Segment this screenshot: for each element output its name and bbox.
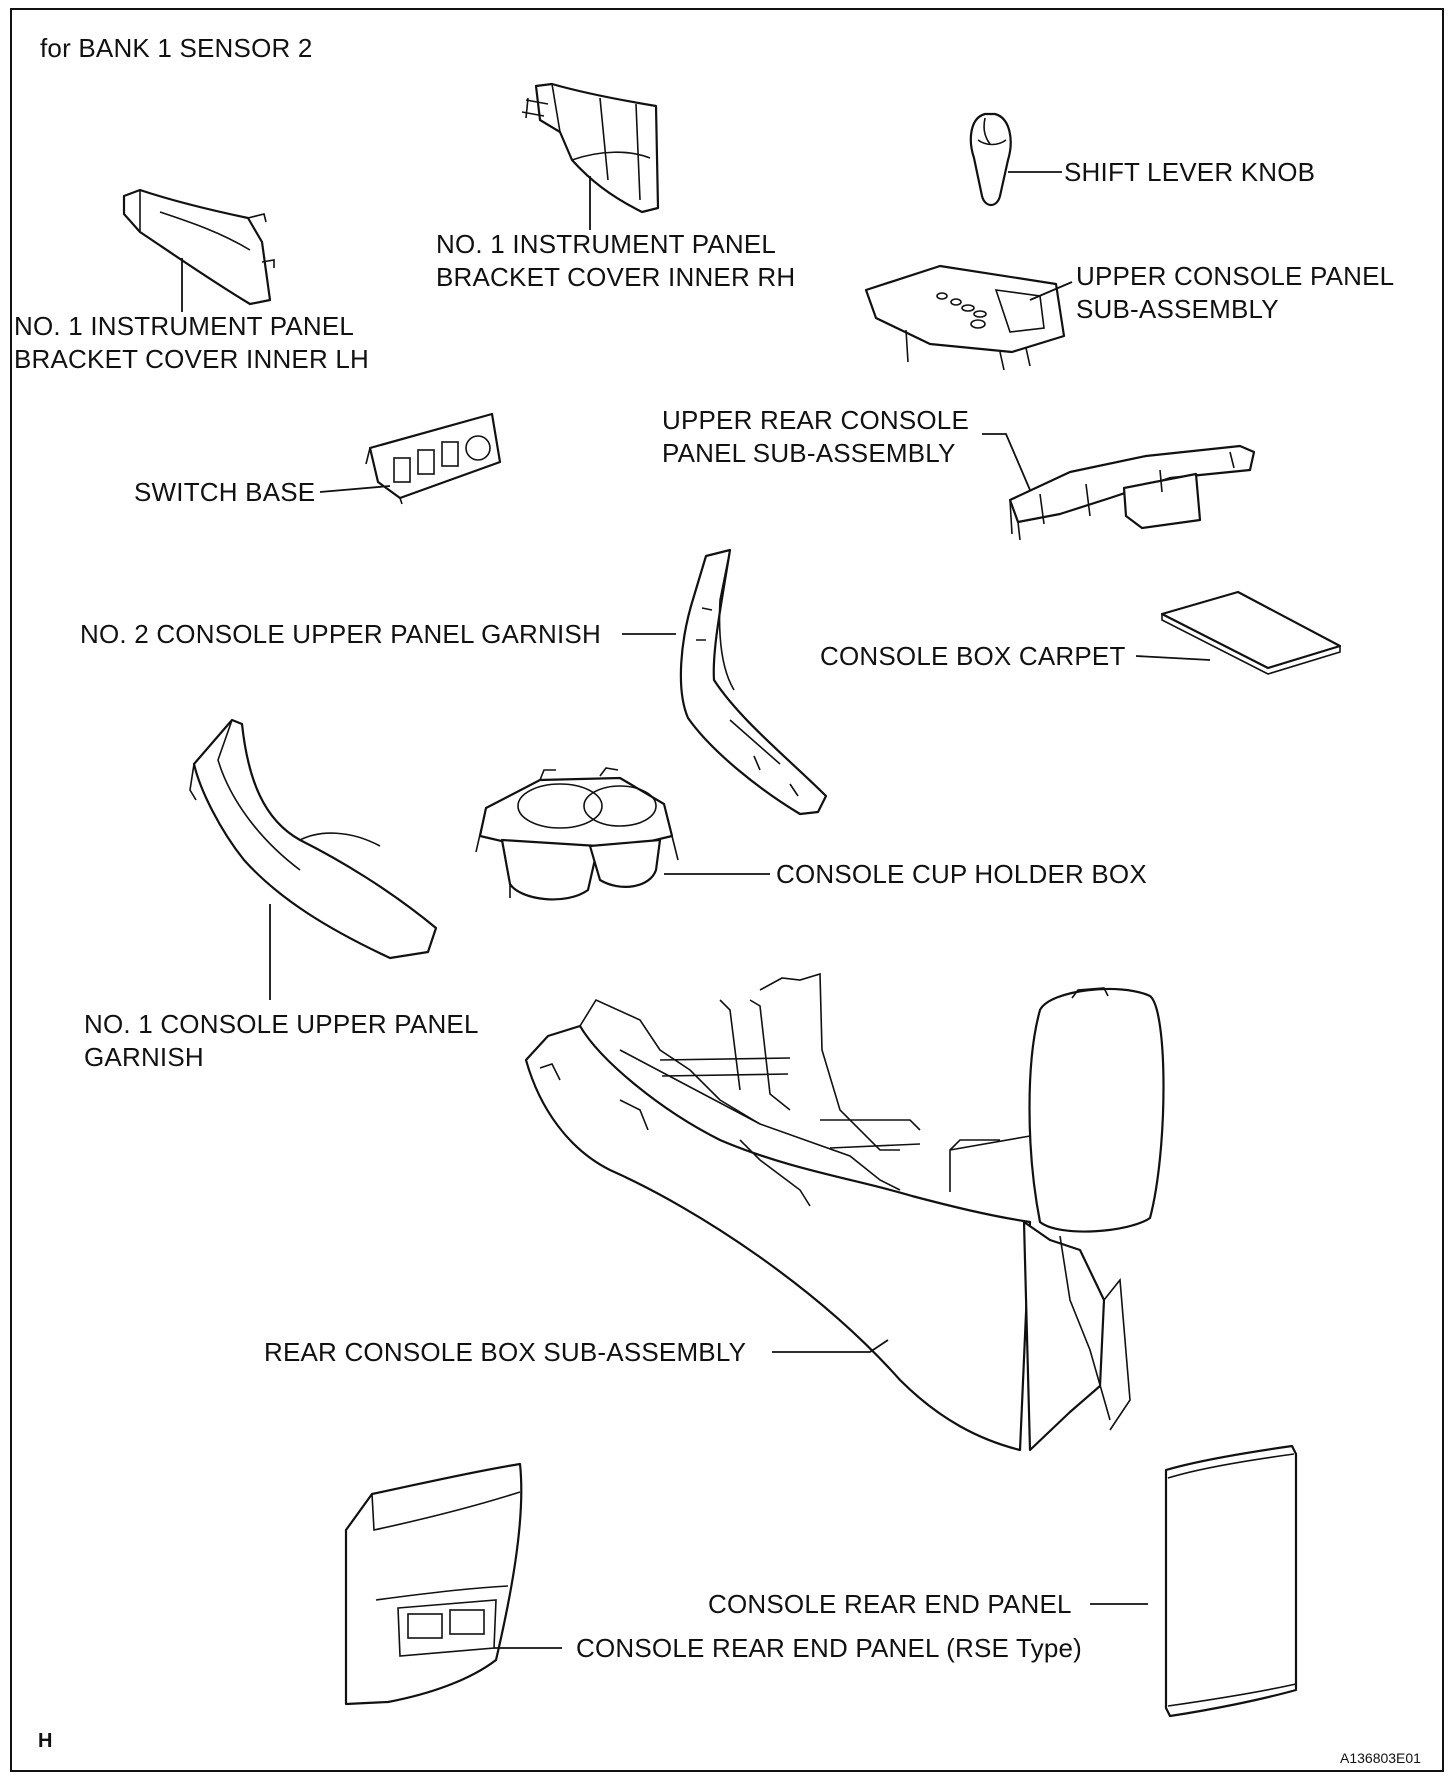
label-no2-garnish: NO. 2 CONSOLE UPPER PANEL GARNISH	[80, 619, 601, 649]
switch-base-leader	[319, 485, 391, 493]
label-rear-end-panel: CONSOLE REAR END PANEL	[708, 1589, 1072, 1619]
label-upper-console-panel: UPPER CONSOLE PANEL SUB-ASSEMBLY	[1076, 261, 1395, 324]
label-cup-holder-box: CONSOLE CUP HOLDER BOX	[776, 859, 1147, 889]
bracket-cover-lh-drawing	[122, 188, 275, 306]
switch-base-drawing	[365, 412, 502, 505]
label-switch-base: SWITCH BASE	[134, 477, 316, 507]
rear-console-box-leader	[772, 1339, 889, 1353]
cup-holder-box-drawing	[475, 767, 679, 901]
label-bracket-cover-rh: NO. 1 INSTRUMENT PANEL BRACKET COVER INN…	[436, 229, 796, 292]
label-rear-console-box: REAR CONSOLE BOX SUB-ASSEMBLY	[264, 1337, 747, 1367]
bracket-cover-rh-drawing	[521, 82, 660, 214]
rear-end-panel-rse-drawing	[344, 1462, 523, 1706]
console-box-carpet-drawing	[1160, 590, 1342, 675]
rear-console-box-drawing	[524, 972, 1165, 1452]
figure-code: A136803E01	[1340, 1750, 1421, 1766]
upper-rear-console-panel-drawing	[1008, 444, 1256, 541]
label-console-box-carpet: CONSOLE BOX CARPET	[820, 641, 1126, 671]
diagram-header: for BANK 1 SENSOR 2	[40, 33, 313, 63]
console-box-carpet-leader	[1135, 655, 1211, 661]
no2-garnish-drawing	[679, 548, 828, 816]
corner-mark: H	[38, 1730, 53, 1752]
shift-lever-knob-drawing	[969, 112, 1012, 207]
label-no1-garnish: NO. 1 CONSOLE UPPER PANEL GARNISH	[84, 1009, 479, 1072]
label-upper-rear-console-panel: UPPER REAR CONSOLE PANEL SUB-ASSEMBLY	[662, 405, 970, 468]
rear-end-panel-drawing	[1164, 1444, 1298, 1718]
upper-console-panel-drawing	[864, 264, 1066, 371]
label-shift-lever-knob: SHIFT LEVER KNOB	[1064, 157, 1316, 187]
label-rear-end-panel-rse: CONSOLE REAR END PANEL (RSE Type)	[576, 1633, 1083, 1663]
no1-garnish-drawing	[189, 718, 438, 960]
label-bracket-cover-lh: NO. 1 INSTRUMENT PANEL BRACKET COVER INN…	[14, 311, 369, 374]
upper-rear-console-panel-leader	[982, 433, 1031, 491]
upper-console-panel-leader	[1029, 281, 1073, 301]
